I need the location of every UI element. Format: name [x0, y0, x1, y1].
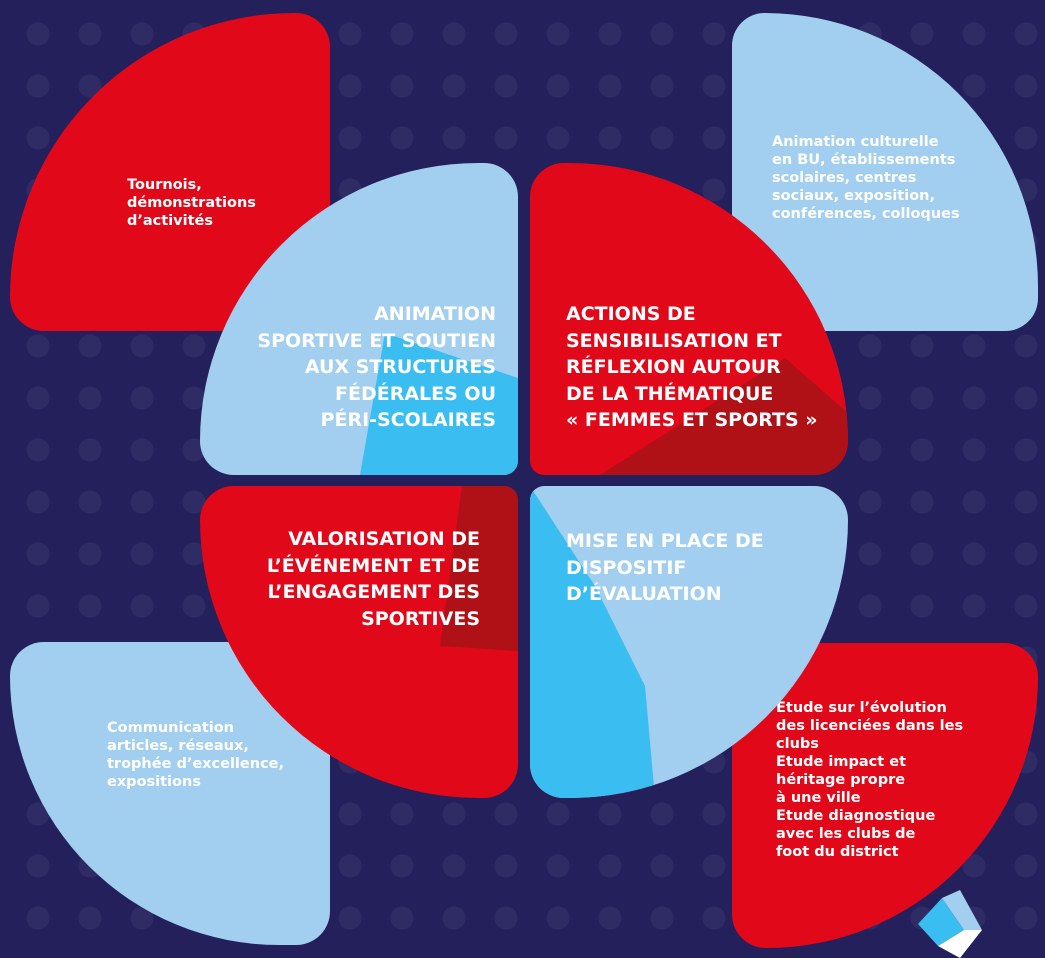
cyan-accent-shape	[360, 333, 518, 475]
detail-text-sport: Tournois, démonstrations d’activités	[127, 177, 256, 229]
title-mise-en-place: MISE EN PLACE DE DISPOSITIF D’ÉVALUATION	[566, 530, 764, 605]
dark-red-accent-shape	[440, 486, 518, 651]
dark-red-accent-shape	[600, 358, 848, 475]
center-petal-top-left: ANIMATION SPORTIVE ET SOUTIEN AUX STRUCT…	[200, 163, 518, 475]
cyan-accent-shape	[530, 486, 655, 798]
detail-text-culture: Animation culturelle en BU, établissemen…	[772, 134, 960, 222]
chevron-logo-icon	[918, 890, 982, 958]
center-petal-bottom-left: VALORISATION DE L’ÉVÉNEMENT ET DE L’ENGA…	[200, 486, 518, 798]
title-animation-sportive: ANIMATION SPORTIVE ET SOUTIEN AUX STRUCT…	[257, 303, 496, 431]
detail-text-evaluation: Etude sur l’évolution des licenciées dan…	[776, 700, 964, 860]
center-petal-bottom-right: MISE EN PLACE DE DISPOSITIF D’ÉVALUATION	[530, 486, 848, 798]
detail-text-communication: Communication articles, réseaux, trophée…	[107, 720, 285, 790]
center-petal-top-right: ACTIONS DE SENSIBILISATION ET RÉFLEXION …	[530, 163, 848, 475]
title-actions-sensibilisation: ACTIONS DE SENSIBILISATION ET RÉFLEXION …	[566, 303, 818, 431]
title-valorisation: VALORISATION DE L’ÉVÉNEMENT ET DE L’ENGA…	[266, 528, 480, 630]
